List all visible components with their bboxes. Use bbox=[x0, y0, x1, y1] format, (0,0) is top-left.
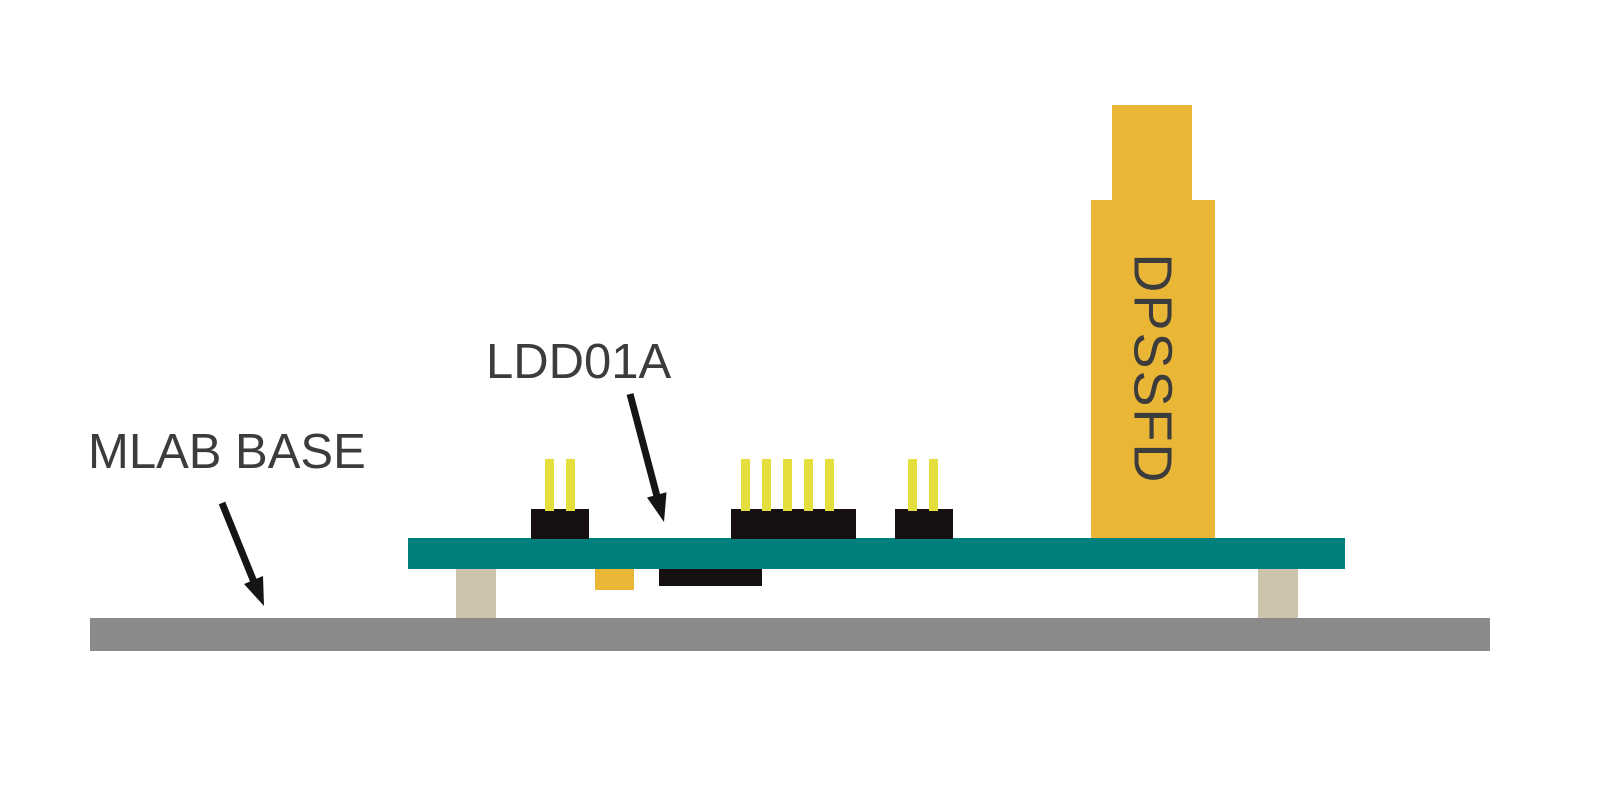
header-pin bbox=[825, 459, 834, 511]
standoff-right bbox=[1258, 569, 1298, 618]
header-pin bbox=[908, 459, 917, 511]
header-pin bbox=[804, 459, 813, 511]
smd-component-yellow bbox=[595, 569, 634, 590]
ldd01a-pcb bbox=[408, 538, 1345, 569]
ldd01a-label: LDD01A bbox=[486, 335, 672, 389]
header-pin bbox=[762, 459, 771, 511]
pin-header-right bbox=[895, 509, 953, 539]
ldd01a-arrow bbox=[626, 393, 667, 522]
mlab-base-label: MLAB BASE bbox=[88, 425, 366, 479]
header-pin bbox=[545, 459, 554, 511]
pin-header-middle bbox=[731, 509, 856, 539]
dpssfd-module-body: DPSSFD bbox=[1091, 200, 1215, 538]
standoff-left bbox=[456, 569, 496, 618]
header-pin bbox=[566, 459, 575, 511]
mlab-base-bar bbox=[90, 618, 1490, 651]
header-pin bbox=[741, 459, 750, 511]
smd-component-black bbox=[659, 569, 762, 586]
header-pin bbox=[929, 459, 938, 511]
mlab-base-arrow bbox=[218, 501, 264, 606]
pin-header-left bbox=[531, 509, 589, 539]
dpssfd-module-neck bbox=[1112, 105, 1192, 202]
dpssfd-label: DPSSFD bbox=[1123, 253, 1184, 485]
header-pin bbox=[783, 459, 792, 511]
